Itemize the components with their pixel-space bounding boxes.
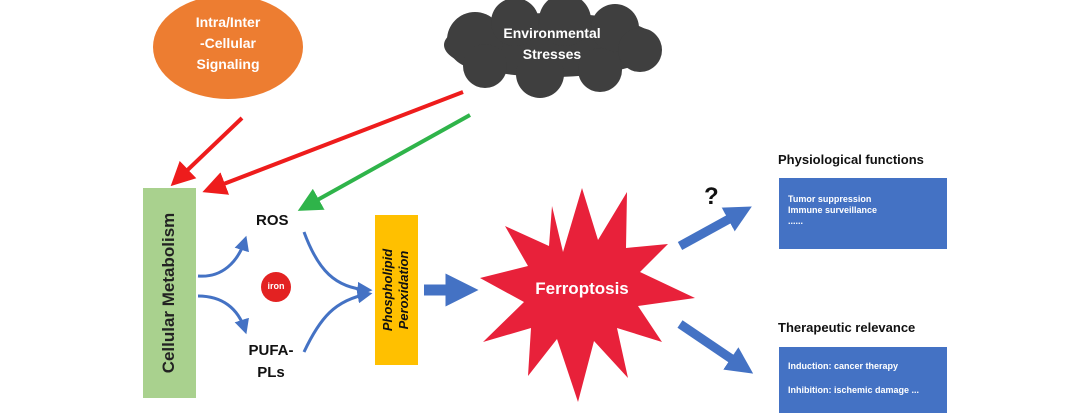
- therapeutic-item: Inhibition: ischemic damage ...: [788, 385, 920, 395]
- environmental-stress-cloud: [444, 0, 662, 98]
- ferroptosis-to-physiological-arrow: [677, 206, 752, 250]
- pufa-line: PLs: [257, 364, 285, 381]
- ferroptosis-to-therapeutic-arrow: [677, 320, 754, 374]
- physiological-item: ......: [788, 216, 804, 226]
- ros-label: ROS: [256, 212, 289, 229]
- therapeutic-item: Induction: cancer therapy: [788, 361, 899, 371]
- signaling-ellipse: [153, 0, 303, 99]
- physiological-box: Tumor suppression Immune surveillance ..…: [779, 178, 947, 249]
- phospholipid-peroxidation-box: [375, 215, 418, 365]
- therapeutic-title: Therapeutic relevance: [778, 320, 916, 335]
- cellular-metabolism-bar: [143, 188, 196, 398]
- metabolism-to-pufa-curve: [197, 294, 249, 335]
- question-mark: ?: [704, 183, 719, 210]
- signaling-to-metabolism-arrow: [170, 116, 244, 187]
- signaling-line: Intra/Inter: [195, 14, 261, 30]
- ferroptosis-starburst: [480, 188, 695, 402]
- therapeutic-box: Induction: cancer therapy Inhibition: is…: [779, 347, 947, 413]
- cellular-metabolism-label: Cellular Metabolism: [159, 212, 178, 374]
- pufa-label: PUFA- PLs: [238, 340, 304, 384]
- signaling-line: -Cellular: [199, 35, 256, 51]
- signaling-line: Signaling: [196, 56, 260, 72]
- stress-to-ros-arrow: [297, 113, 471, 211]
- peroxidation-line: Phospholipid: [380, 248, 395, 332]
- iron-circle: [261, 272, 291, 302]
- physiological-item: Tumor suppression: [788, 194, 872, 204]
- physiological-item: Immune surveillance: [788, 205, 878, 215]
- metabolism-to-ros-curve: [197, 235, 249, 278]
- signaling-label: Intra/Inter -Cellular Signaling: [168, 12, 288, 75]
- stresses-label: Environmental Stresses: [482, 23, 622, 65]
- peroxidation-label: Phospholipid Peroxidation: [380, 249, 412, 331]
- iron-label: iron: [267, 281, 285, 291]
- ros-to-peroxidation-curve: [302, 231, 373, 297]
- physiological-title: Physiological functions: [778, 152, 924, 167]
- stresses-line: Stresses: [522, 46, 582, 62]
- pufa-line: PUFA-: [248, 342, 294, 359]
- stresses-line: Environmental: [503, 25, 601, 41]
- ferroptosis-label: Ferroptosis: [535, 279, 629, 298]
- pufa-to-peroxidation-curve: [302, 288, 373, 353]
- stress-to-metabolism-arrow: [202, 90, 464, 195]
- peroxidation-line: Peroxidation: [396, 250, 411, 330]
